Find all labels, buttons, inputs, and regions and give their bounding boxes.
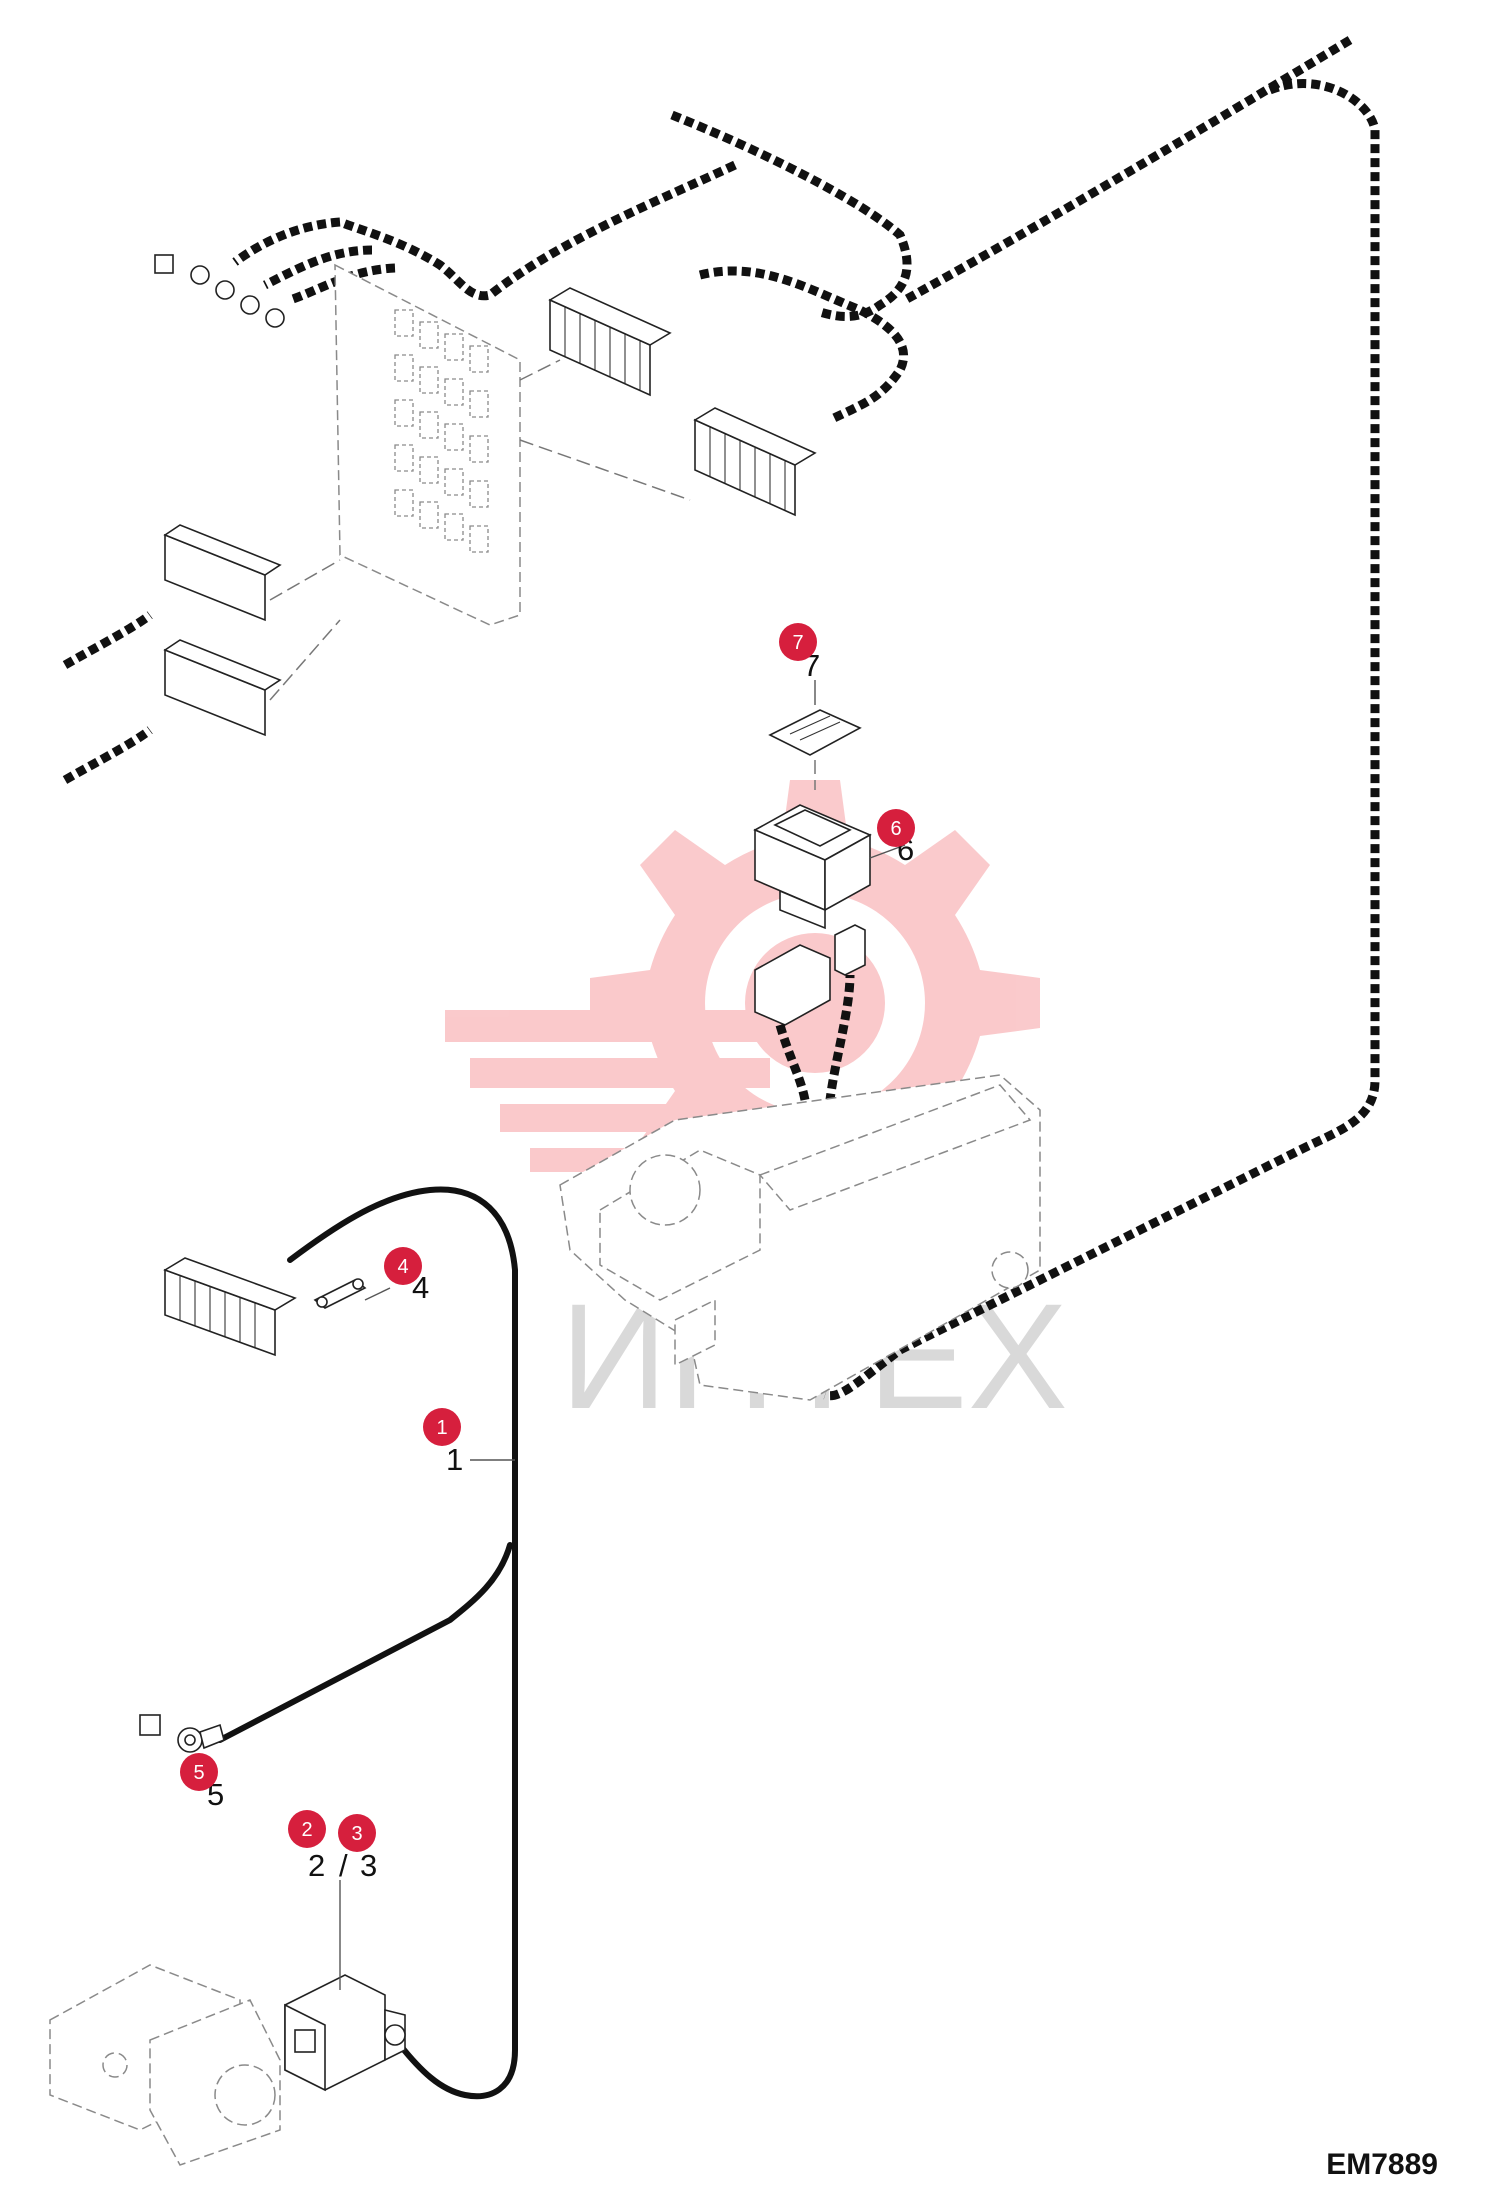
machine-housing <box>559 1074 1041 1401</box>
connector-block-left-2 <box>163 639 282 737</box>
connector-block-upper-2 <box>693 407 817 517</box>
svg-text:4: 4 <box>397 1256 408 1278</box>
connector-block-left-1 <box>163 524 282 622</box>
leader-4 <box>364 1287 391 1301</box>
callout-3[interactable]: 3 <box>338 1814 376 1852</box>
figure-code: EM7889 <box>1326 2148 1438 2181</box>
connector-block-lower <box>163 1257 297 1357</box>
ring-terminal-item-5 <box>139 1714 225 1753</box>
fuse-item-4 <box>313 1278 367 1309</box>
svg-text:7: 7 <box>792 632 803 654</box>
fuse-relay-board <box>269 263 691 701</box>
leader-6 <box>869 844 906 859</box>
ref-text-3: 3 <box>360 1848 377 1883</box>
main-harness-item-1 <box>217 1186 518 2100</box>
svg-text:3: 3 <box>351 1823 362 1845</box>
callout-4[interactable]: 4 <box>384 1247 422 1285</box>
callout-6[interactable]: 6 <box>877 809 915 847</box>
ring-terminals-upper <box>154 254 285 328</box>
rocker-switch-item-6 <box>753 804 872 930</box>
label-plate-item-7 <box>768 709 862 756</box>
ref-text-separator: / <box>339 1848 348 1883</box>
ref-text-2: 2 <box>308 1848 325 1883</box>
callout-2[interactable]: 2 <box>288 1810 326 1848</box>
svg-text:6: 6 <box>890 818 901 840</box>
svg-text:2: 2 <box>301 1819 312 1841</box>
ref-text-1: 1 <box>446 1442 463 1477</box>
callout-7[interactable]: 7 <box>779 623 817 661</box>
callout-5[interactable]: 5 <box>180 1753 218 1791</box>
svg-text:1: 1 <box>436 1417 447 1439</box>
solenoid-valve-body <box>49 1964 281 2166</box>
connector-block-upper-1 <box>548 287 672 397</box>
callout-1[interactable]: 1 <box>423 1408 461 1446</box>
solenoid-coil-items-2-3 <box>284 1974 406 2092</box>
svg-text:5: 5 <box>193 1762 204 1784</box>
